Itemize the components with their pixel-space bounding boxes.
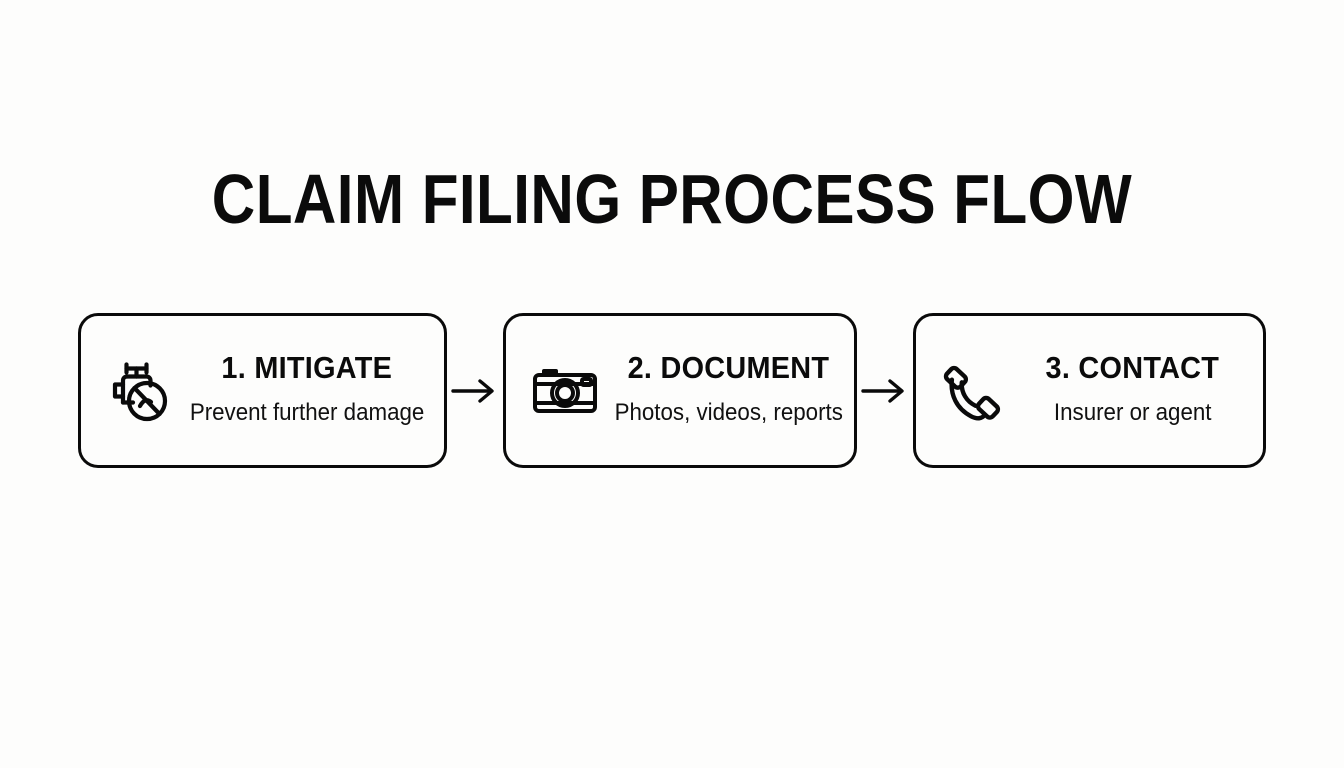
faucet-no-water-icon (103, 354, 177, 428)
flow-step-card-contact[interactable]: 3. CONTACT Insurer or agent (913, 313, 1266, 468)
flow-step-title: 2. DOCUMENT (627, 350, 830, 385)
flow-step-subtitle: Prevent further damage (189, 399, 425, 426)
flow-step-subtitle: Photos, videos, reports (614, 399, 843, 426)
flow-step-text-document: 2. DOCUMENT Photos, videos, reports (606, 351, 851, 430)
flow-step-subtitle: Insurer or agent (1053, 399, 1212, 426)
phone-handset-icon (938, 354, 1012, 428)
flow-connector-1 (447, 371, 503, 411)
process-flow-row: 1. MITIGATE Prevent further damage (78, 313, 1266, 468)
camera-icon (528, 354, 602, 428)
flow-step-text-contact: 3. CONTACT Insurer or agent (1016, 351, 1249, 430)
arrow-right-icon (861, 378, 904, 403)
arrow-right-icon (451, 378, 494, 403)
flow-step-card-document[interactable]: 2. DOCUMENT Photos, videos, reports (503, 313, 857, 468)
flow-step-card-mitigate[interactable]: 1. MITIGATE Prevent further damage (78, 313, 447, 468)
flow-step-text-mitigate: 1. MITIGATE Prevent further damage (181, 351, 433, 430)
flow-connector-2 (857, 371, 913, 411)
page-title: CLAIM FILING PROCESS FLOW (211, 160, 1133, 238)
flow-step-title: 3. CONTACT (1045, 350, 1220, 385)
flow-step-title: 1. MITIGATE (221, 350, 393, 385)
